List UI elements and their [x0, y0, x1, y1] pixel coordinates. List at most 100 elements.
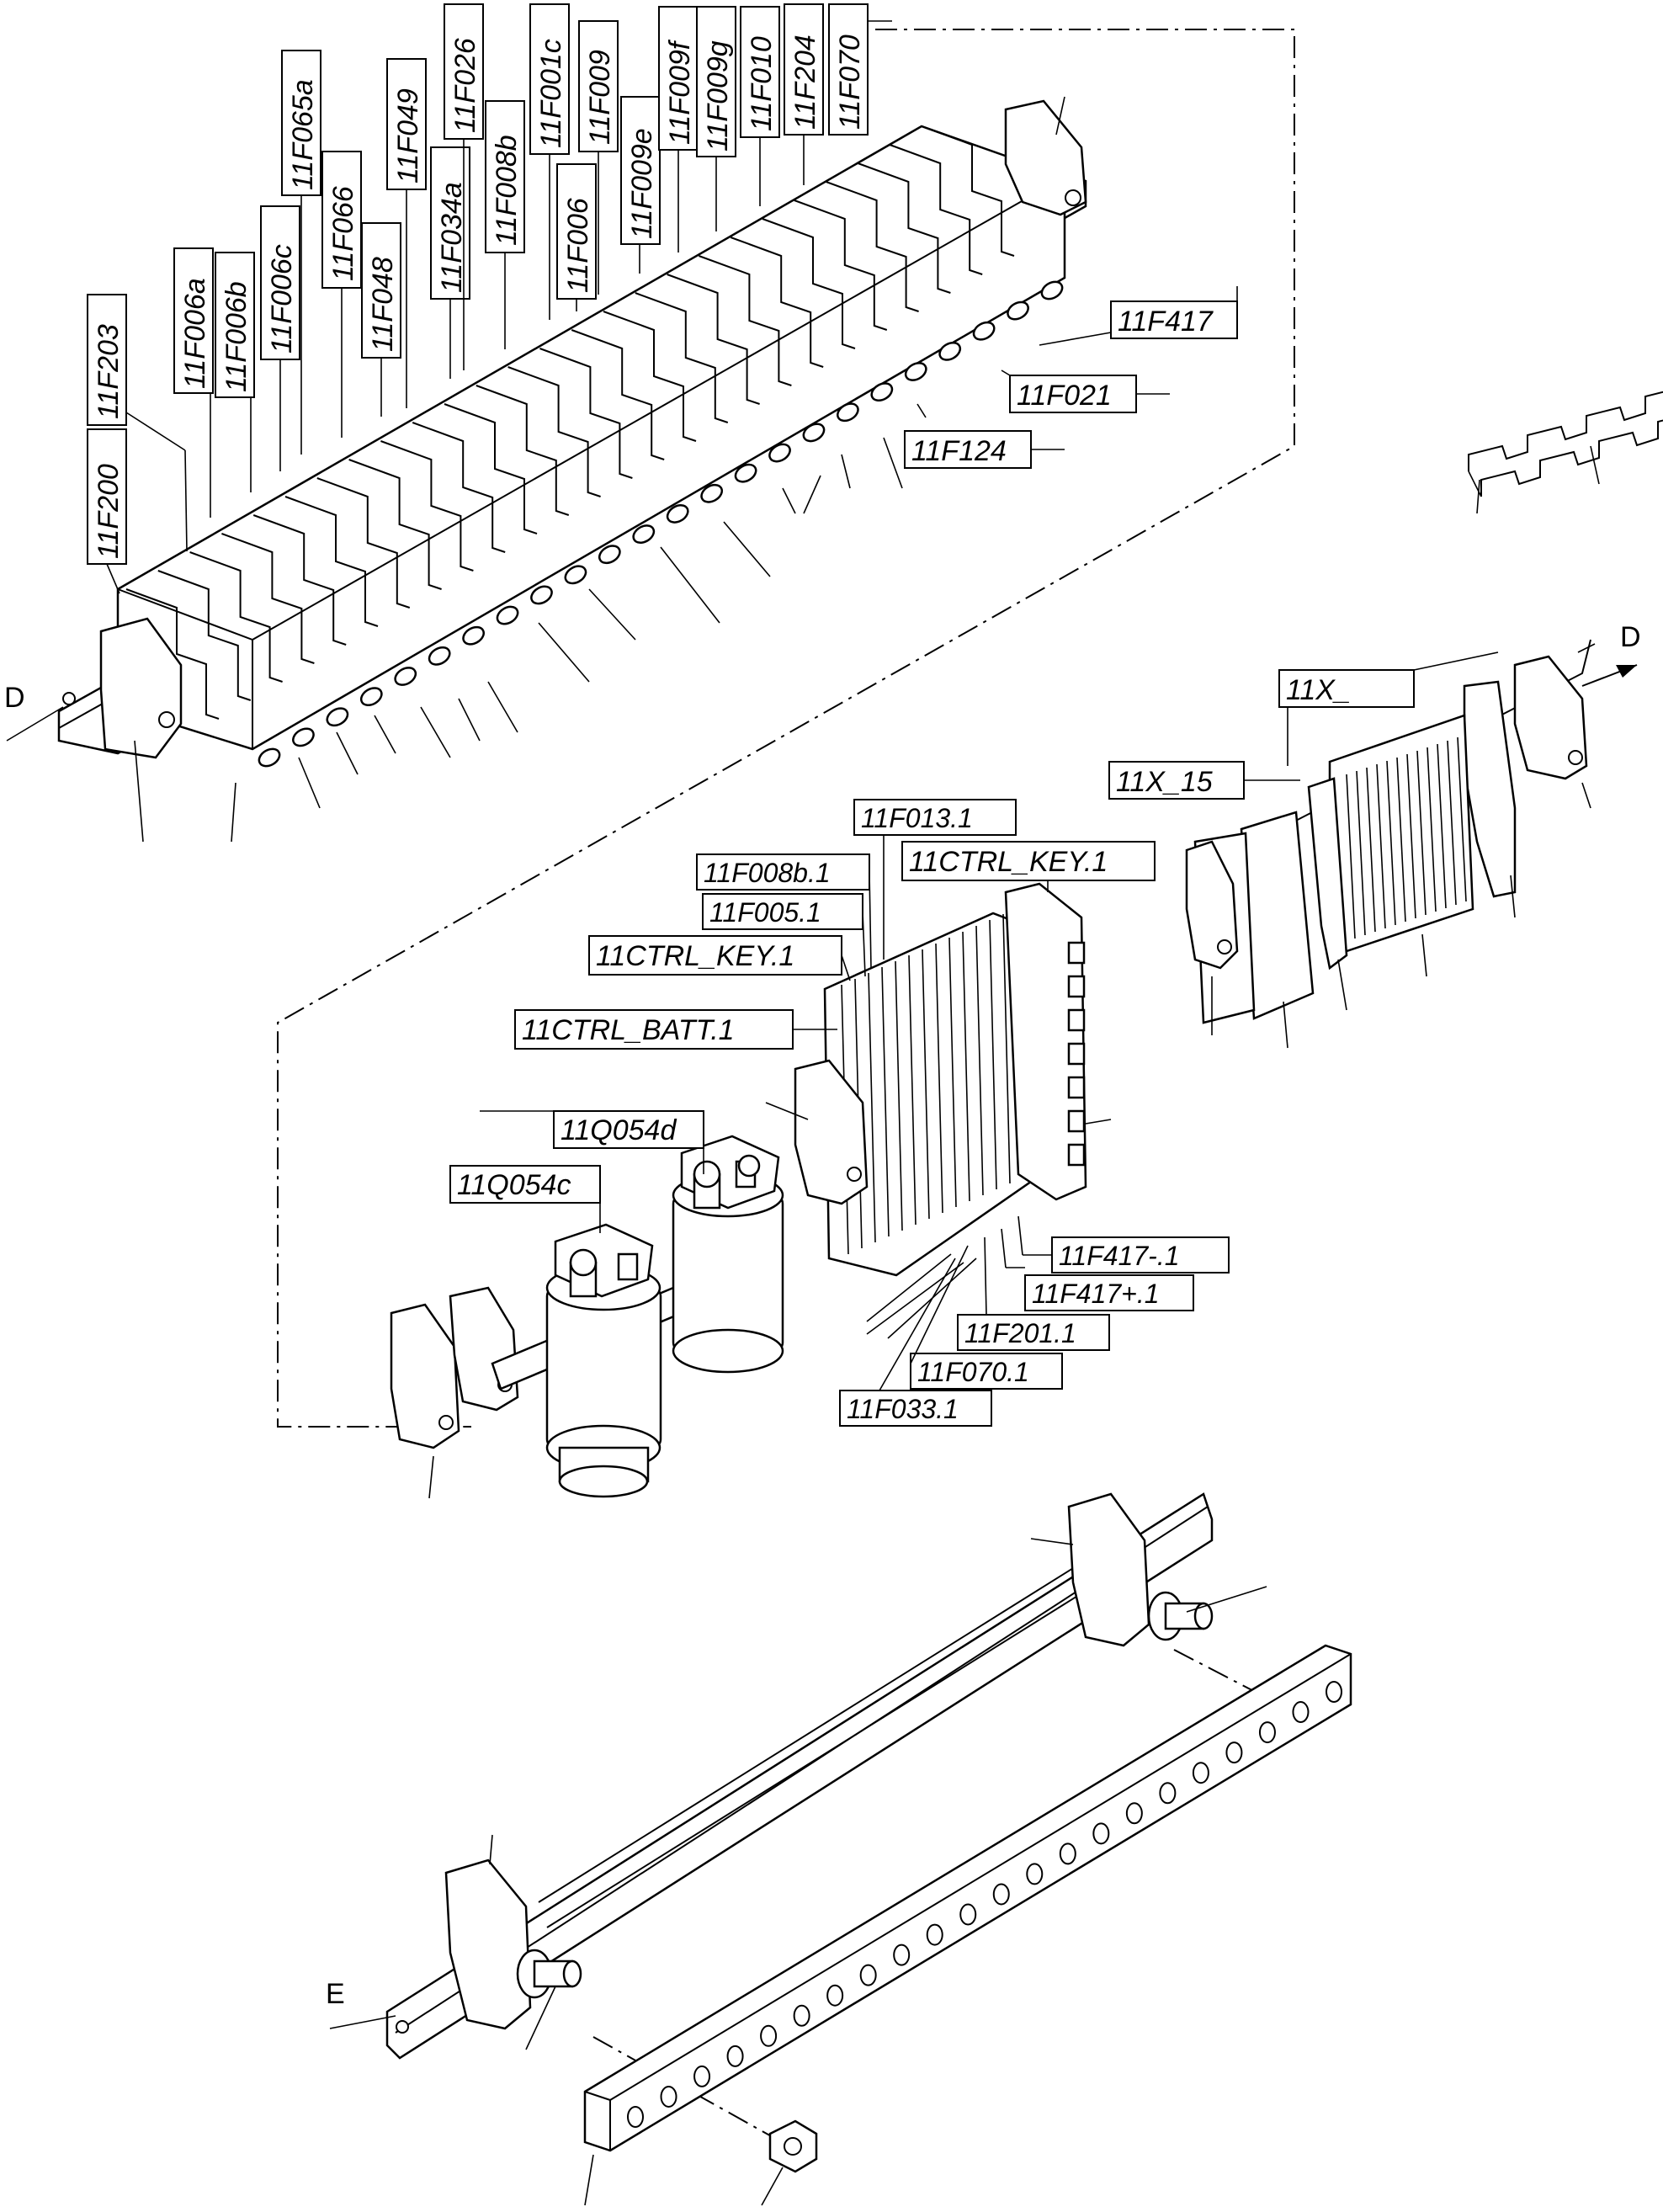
hinge-pin: [837, 402, 859, 423]
middle-fuse-bank: [765, 882, 1112, 1339]
fuse-slice: [948, 937, 957, 1208]
fuse-slice: [868, 972, 876, 1243]
fuse-cover-bumps: [1067, 941, 1086, 1167]
fuse-slice: [895, 960, 903, 1231]
fuse-slice: [908, 954, 917, 1226]
label-11F033.1: 11F033.1: [839, 1258, 992, 1427]
vertical-label-leaders: [106, 20, 1065, 594]
spring-clip: [1468, 391, 1663, 471]
bolt-left: [516, 1949, 582, 1999]
svg-text:11F070.1: 11F070.1: [917, 1357, 1029, 1387]
svg-text:11F417+.1: 11F417+.1: [1032, 1279, 1160, 1309]
fuse-separator: [858, 162, 951, 294]
label-11F026: 11F026: [444, 3, 484, 140]
svg-text:11F021: 11F021: [1017, 380, 1112, 412]
label-11F009g: 11F009g: [696, 6, 736, 157]
hinge-pin: [802, 423, 826, 443]
fuse-bank-clamp: [794, 1059, 869, 1205]
svg-text:11CTRL_BATT.1: 11CTRL_BATT.1: [522, 1014, 735, 1046]
hinge-pin: [292, 727, 315, 747]
view-e-left: E: [326, 1978, 345, 2010]
label-11F013.1: 11F013.1: [853, 799, 1017, 960]
fuse-slice: [989, 919, 997, 1190]
terminal-rib: [1366, 767, 1376, 933]
fuse-separator: [380, 440, 474, 572]
relay-11Q054c: [545, 1223, 662, 1498]
terminal-rib: [1457, 736, 1467, 902]
cover-bump: [1067, 941, 1086, 965]
hinge-pin: [734, 463, 757, 483]
terminal-end-clamp: [1513, 655, 1588, 780]
svg-text:11CTRL_KEY.1: 11CTRL_KEY.1: [596, 940, 794, 972]
label-11F203: 11F203: [87, 294, 127, 426]
cover-bump: [1067, 1109, 1086, 1133]
svg-text:11F008b.1: 11F008b.1: [704, 858, 831, 888]
label-11F048: 11F048: [361, 222, 401, 359]
svg-text:11F070: 11F070: [834, 35, 866, 130]
bar-hole: [1192, 1762, 1209, 1784]
fuse-separator: [125, 588, 220, 720]
label-11F201.1: 11F201.1: [957, 1236, 1110, 1351]
hinge-pin: [359, 687, 383, 707]
fuse-separator: [571, 329, 665, 460]
bar-hole: [627, 2106, 644, 2128]
label-11F006b: 11F006b: [215, 252, 255, 398]
svg-text:11F065a: 11F065a: [287, 79, 319, 190]
bar-hole: [1225, 1741, 1243, 1764]
top-fuse-rail-assembly: [6, 29, 1663, 1428]
label-11F009e: 11F009e: [620, 96, 661, 245]
hinge-pin: [632, 524, 656, 544]
label-11F124: 11F124: [904, 430, 1065, 469]
hinge-pin: [700, 483, 724, 503]
bar-hole: [1326, 1681, 1342, 1703]
svg-text:11F049: 11F049: [392, 88, 424, 183]
svg-text:11F009f: 11F009f: [664, 39, 696, 145]
fuse-separator: [921, 125, 1015, 257]
label-11F009: 11F009: [578, 20, 619, 152]
bolt-right: [1147, 1591, 1214, 1641]
svg-text:11F013.1: 11F013.1: [861, 803, 973, 833]
bar-hole: [926, 1923, 943, 1946]
terminal-rib: [1346, 774, 1356, 939]
fuse-separator: [826, 181, 919, 312]
label-11F008b.1: 11F008b.1: [696, 853, 872, 969]
fuse-bottom-leaders: [298, 403, 927, 809]
bar-hole: [760, 2024, 778, 2047]
label-11F204: 11F204: [784, 3, 824, 136]
fuse-separator: [635, 292, 729, 423]
relay-assembly: [390, 1135, 784, 1499]
label-11F070: 11F070: [828, 3, 869, 136]
terminal-rib: [1356, 770, 1366, 936]
label-11Q054d: 11Q054d: [480, 1110, 704, 1174]
fuse-separator: [794, 199, 888, 331]
fuse-slice: [935, 943, 943, 1214]
terminal-rib: [1437, 743, 1447, 909]
svg-text:11F001c: 11F001c: [535, 39, 567, 148]
svg-text:11F006a: 11F006a: [179, 278, 211, 389]
label-11F070.1: 11F070.1: [910, 1245, 1063, 1390]
fuse-separator: [889, 144, 983, 275]
label-11F005.1: 11F005.1: [702, 893, 866, 977]
label-11CTRL_KEY.1-a: 11CTRL_KEY.1: [901, 841, 1156, 892]
svg-text:11F203: 11F203: [93, 324, 125, 419]
label-11F009f: 11F009f: [658, 6, 699, 151]
bar-hole: [1258, 1721, 1276, 1744]
svg-text:11F006b: 11F006b: [220, 281, 252, 392]
fuse-slice: [962, 931, 970, 1202]
label-11F200: 11F200: [87, 428, 127, 565]
bar-hole: [726, 2045, 744, 2067]
perforated-bar-holes: [627, 1681, 1342, 2128]
fuse-separator: [444, 403, 538, 534]
fuse-separator: [603, 311, 697, 442]
label-11F049: 11F049: [386, 58, 427, 190]
label-11F006: 11F006: [556, 163, 597, 300]
svg-text:11F048: 11F048: [367, 257, 399, 352]
fuse-separators: [125, 125, 1015, 720]
hinge-pin: [1040, 280, 1064, 300]
label-11F417-.1: 11F417-.1: [1017, 1215, 1230, 1273]
relay-rail-clamp-left: [390, 1303, 460, 1449]
svg-text:11F009e: 11F009e: [626, 128, 658, 239]
fuse-separator: [762, 218, 856, 349]
terminal-rib: [1447, 740, 1457, 906]
svg-text:11F417-.1: 11F417-.1: [1059, 1241, 1180, 1271]
